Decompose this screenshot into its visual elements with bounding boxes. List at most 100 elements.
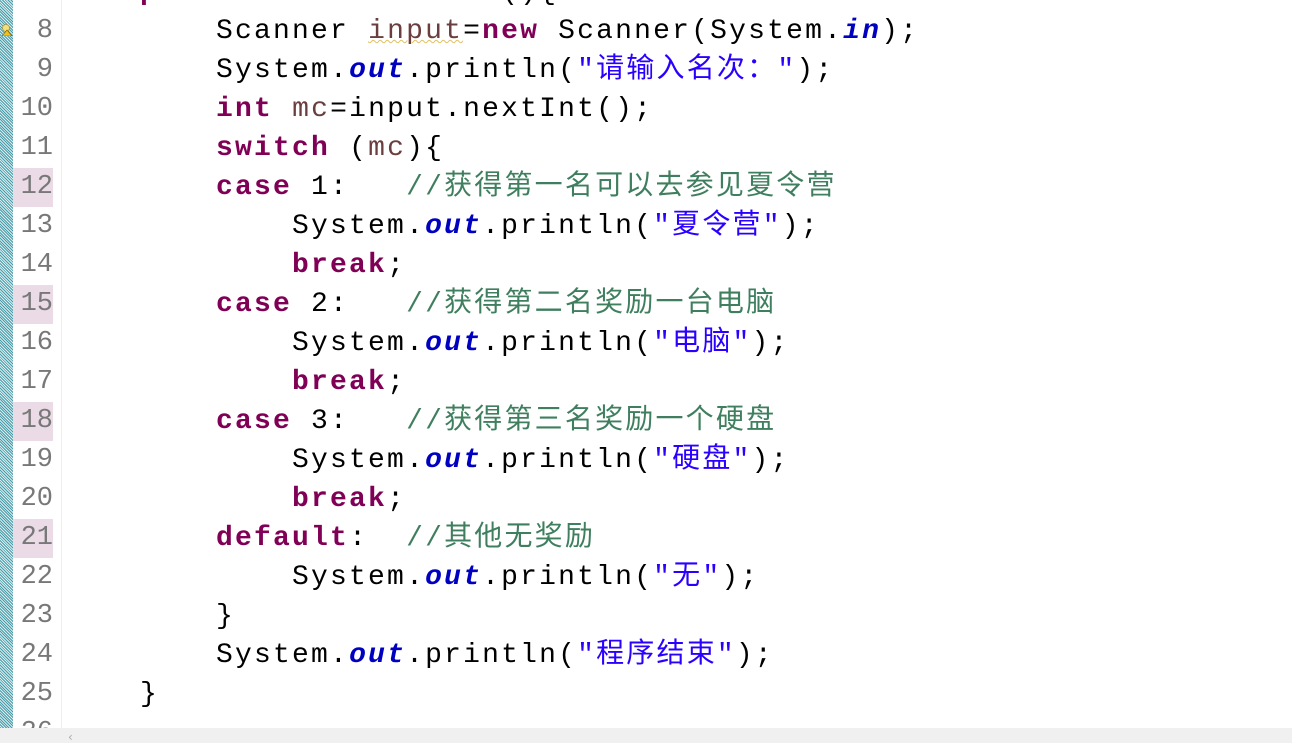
overview-ruler bbox=[0, 0, 13, 728]
code-token: Scanner(System. bbox=[539, 16, 844, 47]
code-token: //获得第三名奖励一个硬盘 bbox=[406, 406, 777, 437]
line-number: 17 bbox=[20, 367, 53, 397]
code-token: mc bbox=[292, 94, 331, 125]
code-token: Scanner bbox=[216, 16, 369, 47]
code-line[interactable]: 18 case 3: //获得第三名奖励一个硬盘 bbox=[13, 402, 919, 441]
code-line[interactable]: 15 case 2: //获得第二名奖励一台电脑 bbox=[13, 285, 919, 324]
code-line[interactable]: 24 System.out.println("程序结束"); bbox=[21, 636, 919, 675]
scroll-left-icon[interactable]: ‹ bbox=[68, 730, 73, 744]
code-token: "硬盘" bbox=[653, 445, 752, 476]
code-token: int bbox=[216, 94, 274, 125]
code-token: 3: bbox=[292, 406, 407, 437]
code-token: .println( bbox=[482, 328, 654, 359]
code-token: System. bbox=[292, 562, 426, 593]
line-number: 24 bbox=[20, 640, 53, 670]
code-token: mc bbox=[368, 133, 407, 164]
code-line[interactable]: 19 System.out.println("硬盘"); bbox=[21, 441, 919, 480]
code-line[interactable]: 11 switch (mc){ bbox=[21, 129, 919, 168]
code-token: break bbox=[292, 367, 388, 398]
code-line[interactable]: 13 System.out.println("夏令营"); bbox=[21, 207, 919, 246]
code-editor[interactable]: 7 public void test01(){8 Scanner input=n… bbox=[13, 0, 920, 753]
code-token: System. bbox=[292, 211, 426, 242]
code-line[interactable]: 14 break; bbox=[21, 246, 919, 285]
code-line[interactable]: 20 break; bbox=[21, 480, 919, 519]
code-token: ; bbox=[387, 367, 407, 398]
line-number: 22 bbox=[20, 562, 53, 592]
code-line[interactable]: 9 System.out.println("请输入名次："); bbox=[37, 51, 919, 90]
code-token: case bbox=[216, 289, 293, 320]
horizontal-scrollbar[interactable]: ‹ bbox=[0, 728, 1292, 744]
code-token: = bbox=[463, 16, 483, 47]
code-token: case bbox=[216, 172, 293, 203]
code-token: public bbox=[140, 0, 254, 8]
line-number: 11 bbox=[20, 133, 53, 163]
code-line[interactable]: 25 } bbox=[21, 675, 919, 714]
line-number: 16 bbox=[20, 328, 53, 358]
code-token: "程序结束" bbox=[577, 640, 736, 671]
code-token: ( bbox=[330, 133, 369, 164]
code-token: : bbox=[349, 523, 407, 554]
code-token bbox=[273, 94, 292, 125]
line-number: 18 bbox=[13, 402, 53, 441]
code-token: ){ bbox=[406, 133, 445, 164]
code-token: .println( bbox=[482, 562, 654, 593]
line-number: 13 bbox=[20, 211, 53, 241]
code-token: void bbox=[292, 0, 368, 8]
code-token: input bbox=[368, 16, 464, 47]
code-line[interactable]: 12 case 1: //获得第一名可以去参见夏令营 bbox=[13, 168, 919, 207]
line-number: 23 bbox=[20, 601, 53, 631]
code-token: out bbox=[425, 211, 483, 242]
code-token: out bbox=[349, 640, 407, 671]
code-token: ); bbox=[751, 445, 790, 476]
code-token: "无" bbox=[653, 562, 722, 593]
code-token: 1: bbox=[292, 172, 407, 203]
code-token: .println( bbox=[406, 640, 578, 671]
code-token: System. bbox=[216, 640, 350, 671]
code-token: ); bbox=[751, 328, 790, 359]
code-line[interactable]: 10 int mc=input.nextInt(); bbox=[21, 90, 919, 129]
code-token: //其他无奖励 bbox=[406, 523, 596, 554]
code-token: ; bbox=[387, 250, 407, 281]
code-token: //获得第二名奖励一台电脑 bbox=[406, 289, 777, 320]
code-token: out bbox=[425, 562, 483, 593]
code-line[interactable]: 23 } bbox=[21, 597, 919, 636]
line-number: 25 bbox=[20, 679, 53, 709]
line-number: 15 bbox=[13, 285, 53, 324]
code-token: .println( bbox=[482, 211, 654, 242]
code-line[interactable]: 7 public void test01(){ bbox=[37, 0, 919, 12]
code-token: ); bbox=[781, 211, 820, 242]
line-number: 20 bbox=[20, 484, 53, 514]
line-number: 9 bbox=[36, 55, 53, 85]
code-token: } bbox=[216, 601, 236, 632]
code-token bbox=[254, 0, 292, 8]
code-line[interactable]: 21 default: //其他无奖励 bbox=[13, 519, 919, 558]
code-line[interactable]: 17 break; bbox=[21, 363, 919, 402]
code-token: ); bbox=[881, 16, 920, 47]
code-token: out bbox=[425, 328, 483, 359]
line-number-gutter bbox=[13, 0, 62, 728]
line-number: 19 bbox=[20, 445, 53, 475]
code-line[interactable]: 22 System.out.println("无"); bbox=[21, 558, 919, 597]
code-token: ); bbox=[721, 562, 760, 593]
line-number: 10 bbox=[20, 94, 53, 124]
code-token: =input.nextInt(); bbox=[330, 94, 654, 125]
code-token: System. bbox=[216, 55, 350, 86]
code-line[interactable]: 16 System.out.println("电脑"); bbox=[21, 324, 919, 363]
code-token: "请输入名次：" bbox=[577, 55, 797, 86]
code-token: 2: bbox=[292, 289, 407, 320]
code-token: out bbox=[425, 445, 483, 476]
code-token: } bbox=[140, 679, 160, 710]
line-number: 21 bbox=[13, 519, 53, 558]
code-line[interactable]: 8 Scanner input=new Scanner(System.in); bbox=[37, 12, 920, 51]
warning-lightbulb-icon[interactable] bbox=[2, 24, 12, 36]
code-token: out bbox=[349, 55, 407, 86]
code-token: break bbox=[292, 250, 388, 281]
code-token: ); bbox=[796, 55, 835, 86]
code-token: ); bbox=[735, 640, 774, 671]
code-token: .println( bbox=[406, 55, 578, 86]
code-token: ; bbox=[387, 484, 407, 515]
code-token: case bbox=[216, 406, 293, 437]
line-number: 12 bbox=[13, 168, 53, 207]
code-token: "夏令营" bbox=[653, 211, 782, 242]
code-token: break bbox=[292, 484, 388, 515]
